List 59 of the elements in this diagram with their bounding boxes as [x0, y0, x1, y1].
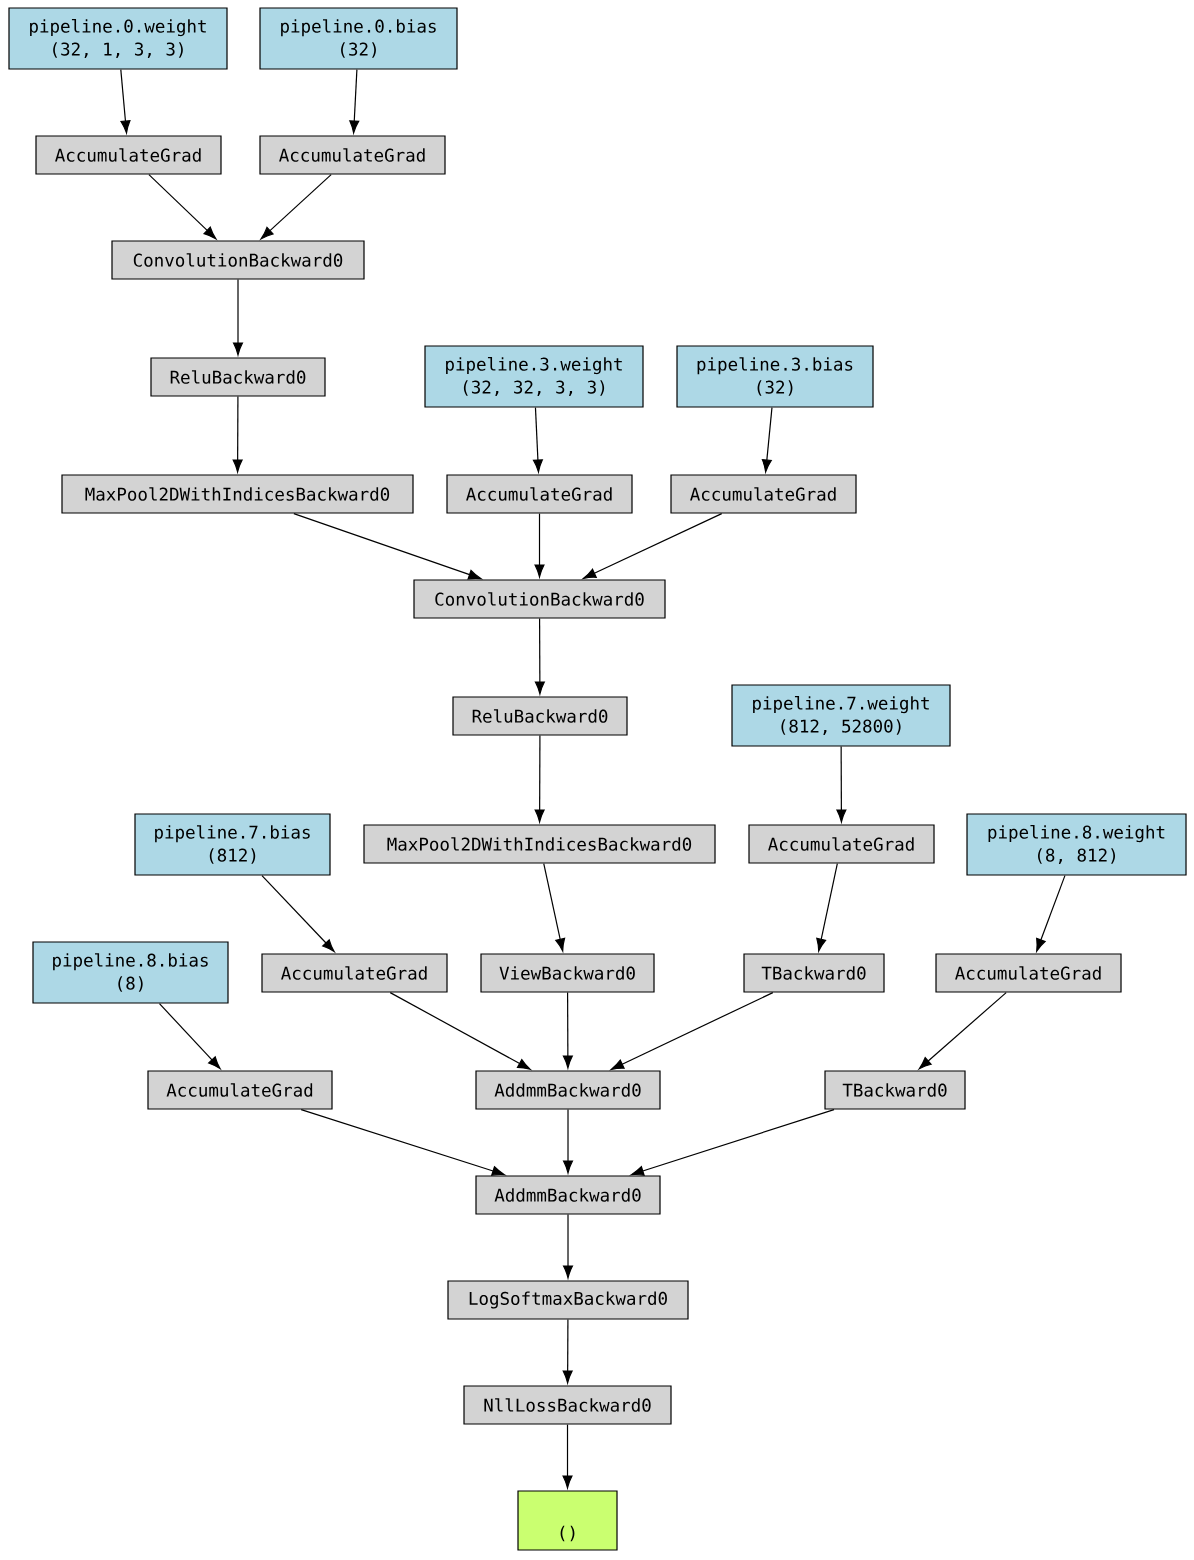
arrow — [534, 618, 545, 695]
parameter-box: pipeline.3.bias (32) — [676, 345, 874, 408]
arrow — [232, 396, 243, 473]
arrow — [543, 863, 566, 952]
parameter-box: pipeline.0.weight (32, 1, 3, 3) — [8, 7, 228, 70]
arrow — [120, 69, 131, 134]
arrow — [918, 992, 1007, 1070]
arrow — [534, 513, 545, 578]
arrow — [562, 1319, 573, 1384]
arrow — [610, 992, 774, 1070]
operation-box: AddmmBackward0 — [475, 1175, 661, 1215]
arrow — [389, 992, 531, 1070]
arrow — [148, 174, 217, 240]
arrow — [583, 513, 723, 579]
operation-box: ConvolutionBackward0 — [111, 240, 365, 280]
arrow — [562, 992, 573, 1069]
parameter-box: pipeline.3.weight (32, 32, 3, 3) — [424, 345, 644, 408]
arrow — [158, 1003, 221, 1070]
operation-box: AccumulateGrad — [259, 135, 446, 175]
arrow — [293, 513, 482, 580]
arrow — [1036, 875, 1066, 952]
parameter-box: pipeline.7.bias (812) — [134, 813, 331, 876]
operation-box: ReluBackward0 — [452, 696, 628, 736]
arrow — [534, 735, 545, 823]
parameter-box: pipeline.8.bias (8) — [32, 941, 229, 1004]
operation-box: ConvolutionBackward0 — [413, 579, 666, 619]
operation-box: TBackward0 — [824, 1070, 966, 1110]
operation-box: LogSoftmaxBackward0 — [447, 1280, 689, 1320]
arrow — [836, 746, 847, 823]
arrow — [562, 1424, 573, 1489]
operation-box: TBackward0 — [743, 953, 885, 993]
operation-box: AccumulateGrad — [446, 474, 633, 514]
arrow — [761, 407, 773, 473]
operation-box: MaxPool2DWithIndicesBackward0 — [363, 824, 716, 864]
parameter-box: pipeline.8.weight (8, 812) — [966, 813, 1187, 876]
operation-box: AccumulateGrad — [147, 1070, 333, 1110]
operation-box: AccumulateGrad — [935, 953, 1122, 993]
output-box: () — [517, 1490, 618, 1551]
operation-box: AccumulateGrad — [748, 824, 935, 864]
arrow — [261, 875, 335, 953]
arrow — [349, 69, 360, 134]
operation-box: ViewBackward0 — [480, 953, 655, 993]
arrow — [532, 407, 543, 473]
operation-box: MaxPool2DWithIndicesBackward0 — [61, 474, 414, 514]
arrow — [816, 863, 838, 952]
arrow — [562, 1109, 574, 1174]
operation-box: AccumulateGrad — [261, 953, 448, 993]
arrow — [300, 1109, 505, 1176]
arrow — [260, 174, 332, 240]
arrow — [630, 1109, 835, 1176]
operation-box: AccumulateGrad — [670, 474, 857, 514]
arrow — [562, 1214, 574, 1279]
parameter-box: pipeline.0.bias (32) — [259, 7, 458, 70]
operation-box: ReluBackward0 — [150, 357, 326, 397]
operation-box: AccumulateGrad — [35, 135, 222, 175]
parameter-box: pipeline.7.weight (812, 52800) — [731, 684, 951, 747]
arrow — [232, 279, 244, 356]
operation-box: NllLossBackward0 — [463, 1385, 672, 1425]
operation-box: AddmmBackward0 — [475, 1070, 661, 1110]
